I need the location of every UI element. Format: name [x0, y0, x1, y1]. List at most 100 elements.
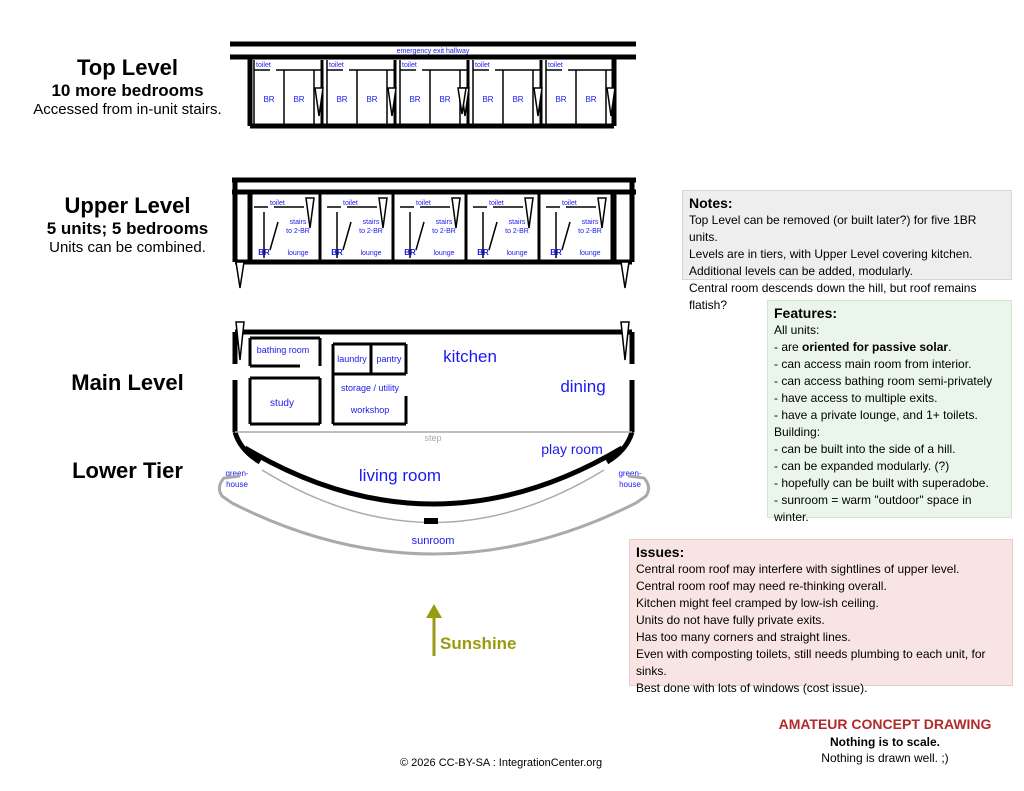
notes-heading: Notes: — [689, 195, 733, 211]
toilet-label: toilet — [562, 200, 577, 207]
greenhouse-label: green- — [225, 469, 248, 478]
bedroom-label: BR — [477, 248, 489, 257]
greenhouse-label: house — [226, 480, 248, 489]
study-label: study — [270, 398, 294, 409]
features-building-line: - can be built into the side of a hill. — [774, 442, 956, 456]
stairs-label: stairs — [509, 219, 526, 226]
issues-line: Units do not have fully private exits. — [636, 613, 825, 627]
living-room-label: living room — [359, 466, 441, 485]
notes-line: Top Level can be removed (or built later… — [689, 213, 977, 244]
features-passive-line: - are oriented for passive solar. — [774, 339, 1005, 356]
features-box: Features: All units: - are oriented for … — [767, 300, 1012, 524]
step-label: step — [424, 433, 441, 443]
workshop-label: workshop — [350, 405, 390, 415]
bedroom-label: BR — [404, 248, 416, 257]
lounge-label: lounge — [433, 250, 454, 257]
features-building-line: - hopefully can be built with superadobe… — [774, 476, 989, 490]
stairs-label: to 2-BR — [359, 228, 383, 235]
bedroom-label: BR — [331, 248, 343, 257]
scale-note: Nothing is to scale. — [829, 735, 940, 749]
play-room-label: play room — [541, 441, 602, 457]
toilet-label: toilet — [416, 200, 431, 207]
top-level-heading: Top Level 10 more bedrooms Accessed from… — [20, 55, 235, 118]
features-all-units: All units: — [774, 323, 820, 337]
stairs-label: to 2-BR — [286, 228, 310, 235]
copyright: © 2026 CC-BY-SA : IntegrationCenter.org — [400, 757, 603, 769]
stairs-label: stairs — [582, 219, 599, 226]
issues-line: Kitchen might feel cramped by low-ish ce… — [636, 596, 879, 610]
top-level-subtitle: 10 more bedrooms — [51, 81, 204, 100]
notes-line: Levels are in tiers, with Upper Level co… — [689, 247, 973, 261]
toilet-label: toilet — [256, 62, 271, 69]
features-unit-line: - have a private lounge, and 1+ toilets. — [774, 408, 978, 422]
issues-box: Issues: Central room roof may interfere … — [629, 539, 1013, 695]
main-level-title: Main Level — [71, 370, 184, 395]
issues-line: Best done with lots of windows (cost iss… — [636, 681, 868, 695]
bedroom-label: BR — [366, 95, 377, 104]
toilet-label: toilet — [402, 62, 417, 69]
toilet-label: toilet — [270, 200, 285, 207]
upper-level-heading: Upper Level 5 units; 5 bedrooms Units ca… — [20, 193, 235, 256]
toilet-label: toilet — [548, 62, 563, 69]
features-unit-line: - have access to multiple exits. — [774, 391, 938, 405]
notes-box: Notes: Top Level can be removed (or buil… — [682, 190, 1012, 312]
notes-line: Additional levels can be added, modularl… — [689, 264, 913, 278]
lounge-label: lounge — [579, 250, 600, 257]
issues-line: Has too many corners and straight lines. — [636, 630, 851, 644]
laundry-label: laundry — [337, 354, 367, 364]
bathing-room-label: bathing room — [257, 345, 310, 355]
features-building-line: - sunroom = warm "outdoor" space in wint… — [774, 493, 972, 524]
features-building-line: - can be expanded modularly. (?) — [774, 459, 950, 473]
bedroom-label: BR — [550, 248, 562, 257]
lower-tier-title: Lower Tier — [72, 458, 183, 483]
bedroom-label: BR — [409, 95, 420, 104]
stairs-label: to 2-BR — [505, 228, 529, 235]
toilet-label: toilet — [475, 62, 490, 69]
pantry-label: pantry — [376, 354, 402, 364]
bedroom-label: BR — [512, 95, 523, 104]
features-building: Building: — [774, 425, 821, 439]
bedroom-label: BR — [258, 248, 270, 257]
bedroom-label: BR — [263, 95, 274, 104]
stairs-label: stairs — [436, 219, 453, 226]
storage-label: storage / utility — [341, 383, 400, 393]
toilet-label: toilet — [489, 200, 504, 207]
upper-level-subtitle: 5 units; 5 bedrooms — [46, 219, 209, 238]
emergency-hallway-label: emergency exit hallway — [397, 48, 470, 55]
toilet-label: toilet — [329, 62, 344, 69]
stairs-label: stairs — [363, 219, 380, 226]
disclaimer: AMATEUR CONCEPT DRAWING Nothing is to sc… — [760, 716, 1010, 765]
features-heading: Features: — [774, 305, 838, 321]
upper-level-note: Units can be combined. — [49, 239, 206, 256]
upper-level-title: Upper Level — [64, 193, 191, 218]
issues-line: Even with composting toilets, still need… — [636, 647, 986, 678]
amateur-title: AMATEUR CONCEPT DRAWING — [778, 716, 992, 732]
features-passive-bold: oriented for passive solar — [802, 340, 949, 354]
features-passive-post: . — [948, 340, 952, 354]
bedroom-label: BR — [482, 95, 493, 104]
top-level-note: Accessed from in-unit stairs. — [33, 101, 222, 118]
sunroom-label: sunroom — [412, 535, 455, 547]
stairs-label: stairs — [290, 219, 307, 226]
features-unit-line: - can access main room from interior. — [774, 357, 972, 371]
drawn-note: Nothing is drawn well. ;) — [821, 751, 949, 765]
bedroom-label: BR — [555, 95, 566, 104]
bedroom-label: BR — [585, 95, 596, 104]
kitchen-label: kitchen — [443, 347, 497, 366]
stairs-label: to 2-BR — [578, 228, 602, 235]
dining-label: dining — [560, 377, 605, 396]
features-passive-pre: - are — [774, 340, 803, 354]
notes-line: Central room descends down the hill, but… — [689, 281, 977, 312]
bedroom-label: BR — [336, 95, 347, 104]
lounge-label: lounge — [287, 250, 308, 257]
greenhouse-label: green- — [618, 469, 641, 478]
features-unit-line: - can access bathing room semi-privately — [774, 374, 993, 388]
bedroom-label: BR — [293, 95, 304, 104]
bedroom-label: BR — [439, 95, 450, 104]
lounge-label: lounge — [506, 250, 527, 257]
toilet-label: toilet — [343, 200, 358, 207]
stairs-label: to 2-BR — [432, 228, 456, 235]
issues-line: Central room roof may interfere with sig… — [636, 562, 960, 576]
greenhouse-label: house — [619, 480, 641, 489]
